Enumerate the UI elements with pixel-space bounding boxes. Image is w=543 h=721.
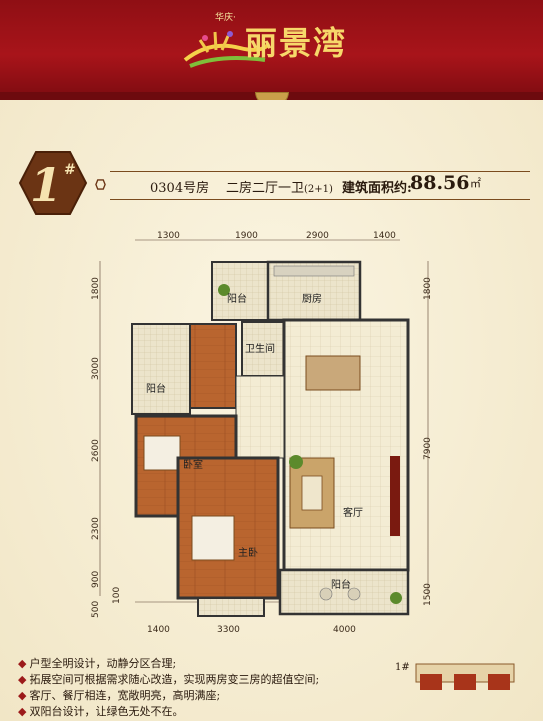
dim-top-4: 1400 xyxy=(373,231,396,241)
keyplan-label: 1# xyxy=(395,662,410,673)
room-label-living-room: 客厅 xyxy=(343,508,363,519)
feature-item: ◆双阳台设计，让绿色无处不在。 xyxy=(18,704,319,720)
feature-list: ◆户型全明设计，动静分区合理; ◆拓展空间可根据需求随心改造，实现两房变三房的超… xyxy=(18,656,319,720)
dim-left-1: 1800 xyxy=(91,277,101,300)
unit-badge-hash: # xyxy=(64,162,76,178)
unit-badge-hexagon xyxy=(18,151,88,215)
layout-text: 二房二厅一卫(2+1) xyxy=(226,177,333,196)
area-value: 88.56 xyxy=(410,172,470,194)
dim-left-6: 500 xyxy=(91,600,101,618)
dim-top-2: 1900 xyxy=(235,231,258,241)
area-label: 建筑面积约: xyxy=(342,181,412,196)
area-unit: ㎡ xyxy=(470,177,481,190)
room-label-kitchen: 厨房 xyxy=(302,294,322,305)
bullet-dot-icon: ◆ xyxy=(18,705,27,718)
feature-text: 客厅、餐厅相连，宽敞明亮，高明满座; xyxy=(29,689,221,702)
info-divider-top xyxy=(110,171,530,172)
header-banner xyxy=(0,0,543,100)
dim-top-1: 1300 xyxy=(157,231,180,241)
dim-bottom-3: 4000 xyxy=(333,625,356,635)
room-label-balcony-bottom: 阳台 xyxy=(331,580,351,591)
dim-right-2: 7900 xyxy=(423,437,433,460)
room-label-bedroom: 卧室 xyxy=(183,460,203,471)
feature-item: ◆户型全明设计，动静分区合理; xyxy=(18,656,319,672)
info-divider-bottom xyxy=(110,199,530,200)
bullet-dot-icon: ◆ xyxy=(18,657,27,670)
bullet-dot-icon: ◆ xyxy=(18,673,27,686)
room-label-balcony-left: 阳台 xyxy=(146,384,166,395)
feature-text: 户型全明设计，动静分区合理; xyxy=(29,657,177,670)
dim-left-extra: 100 xyxy=(112,586,122,604)
room-label-balcony-top: 阳台 xyxy=(227,294,247,305)
room-number: 0304号房 xyxy=(150,181,210,196)
room-label-bathroom: 卫生间 xyxy=(245,344,275,355)
bullet-dot-icon: ◆ xyxy=(18,689,27,702)
dim-top-3: 2900 xyxy=(306,231,329,241)
dim-right-1: 1800 xyxy=(423,277,433,300)
floor-plan xyxy=(99,239,429,617)
layout-main: 二房二厅一卫 xyxy=(226,181,305,196)
layout-note: (2+1) xyxy=(304,184,333,195)
feature-item: ◆客厅、餐厅相连，宽敞明亮，高明满座; xyxy=(18,688,319,704)
keyplan-building-icon xyxy=(415,663,515,690)
unit-badge-number: 1 xyxy=(30,158,63,212)
room-label-master-bedroom: 主卧 xyxy=(238,548,258,559)
dim-left-3: 2600 xyxy=(91,439,101,462)
dim-left-2: 3000 xyxy=(91,357,101,380)
logo-swoosh-icon xyxy=(183,31,270,68)
dim-bottom-1: 1400 xyxy=(147,625,170,635)
dim-left-4: 2300 xyxy=(91,517,101,540)
feature-text: 拓展空间可根据需求随心改造，实现两房变三房的超值空间; xyxy=(29,673,320,686)
feature-item: ◆拓展空间可根据需求随心改造，实现两房变三房的超值空间; xyxy=(18,672,319,688)
logo-brand-small: 华庆· xyxy=(215,13,236,23)
logo-title: 丽景湾 xyxy=(245,24,348,62)
small-hexagon-icon xyxy=(95,179,106,190)
feature-text: 双阳台设计，让绿色无处不在。 xyxy=(29,705,184,718)
dim-bottom-2: 3300 xyxy=(217,625,240,635)
dim-right-3: 1500 xyxy=(423,583,433,606)
dim-left-5: 900 xyxy=(91,570,101,588)
